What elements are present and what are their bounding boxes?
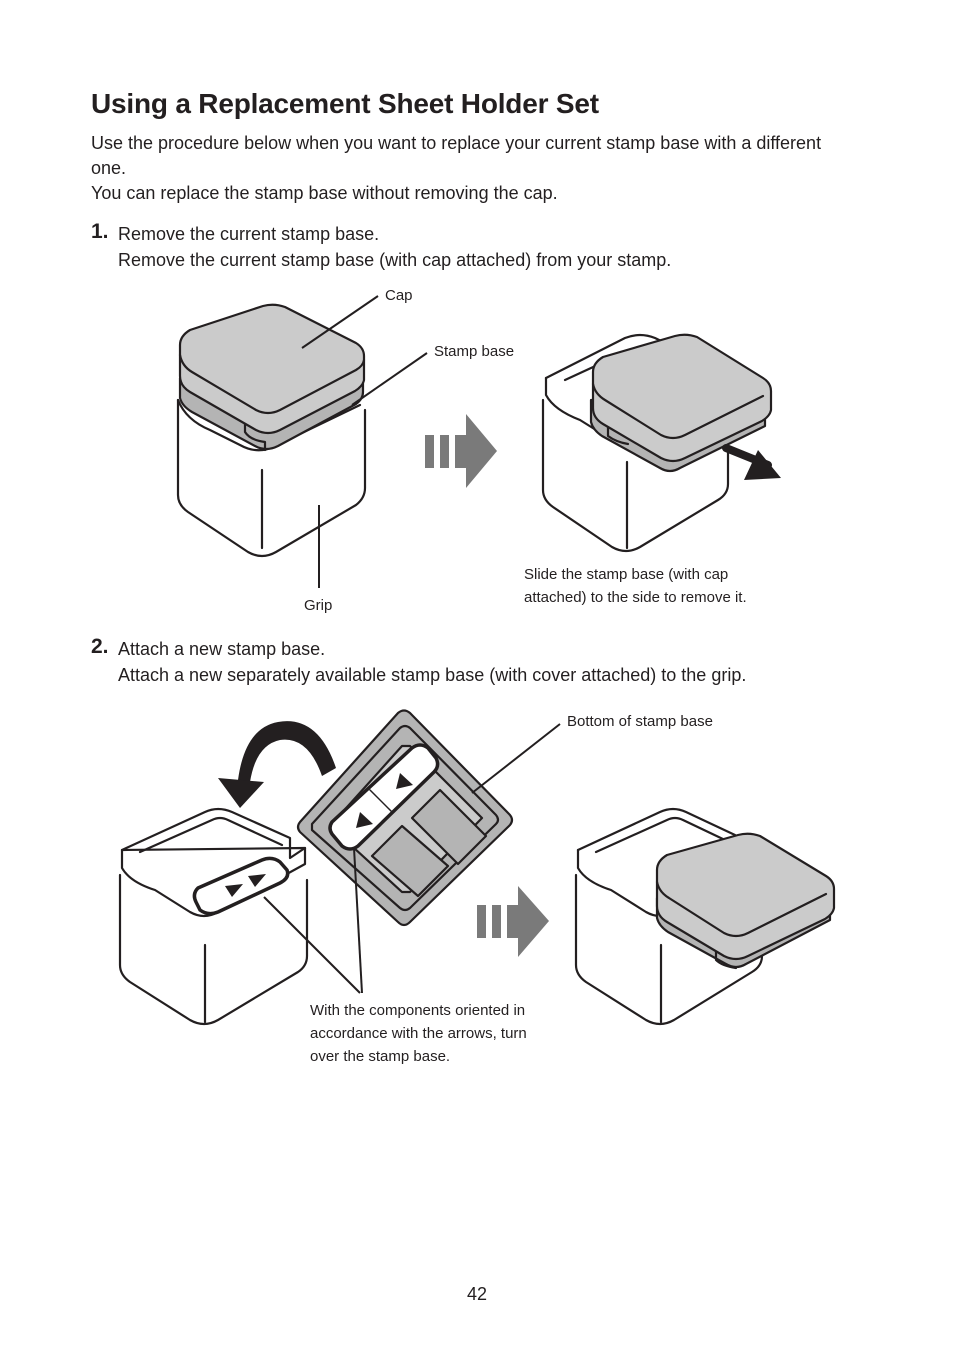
orientation-note-line-2: accordance with the arrows, turn <box>310 1025 527 1042</box>
page-title: Using a Replacement Sheet Holder Set <box>91 88 599 119</box>
figure-1-remove-stamp-base <box>176 295 781 588</box>
step-1-heading: Remove the current stamp base. <box>118 224 380 244</box>
grip-callout: Grip <box>304 597 333 614</box>
bottom-leader-line <box>471 723 561 794</box>
page-number: 42 <box>466 1284 488 1304</box>
stamp-base-bottom-illustration <box>296 709 514 927</box>
orientation-note-line-1: With the components oriented in <box>310 1002 526 1019</box>
orientation-leader-line-left <box>263 896 361 994</box>
step-2-detail: Attach a new separately available stamp … <box>118 665 747 685</box>
step-1-number: 1. <box>91 220 109 243</box>
orientation-leader-line-base <box>353 847 363 994</box>
stamp-base-callout: Stamp base <box>434 343 515 360</box>
figure-2-attach-stamp-base <box>118 709 836 1026</box>
cap-illustration-right <box>591 333 773 463</box>
slide-note-line-1: Slide the stamp base (with cap <box>524 566 729 583</box>
slide-direction-arrow-icon <box>722 444 781 480</box>
step-2-number: 2. <box>91 635 109 658</box>
cap-callout: Cap <box>385 287 413 304</box>
intro-paragraph-1: Use the procedure below when you want to… <box>91 133 822 178</box>
cap-leader-line <box>301 295 379 349</box>
orientation-marker-base <box>328 743 440 851</box>
transition-arrow-icon-2 <box>477 886 549 957</box>
bottom-callout: Bottom of stamp base <box>567 713 713 730</box>
intro-text: Use the procedure below when you want to… <box>91 131 851 206</box>
grip-illustration-empty <box>118 807 309 1026</box>
transition-arrow-icon <box>425 414 497 488</box>
slide-note-callout: Slide the stamp base (with cap attached)… <box>524 563 747 609</box>
orientation-note-callout: With the components oriented in accordan… <box>310 999 527 1068</box>
slide-note-line-2: attached) to the side to remove it. <box>524 589 747 606</box>
stamp-base-leader-line <box>351 352 428 406</box>
orientation-arrows-icon <box>225 773 413 897</box>
step-2-heading: Attach a new stamp base. <box>118 639 326 659</box>
flip-over-arrow-icon <box>218 721 336 808</box>
orientation-note-line-3: over the stamp base. <box>310 1048 451 1065</box>
intro-paragraph-2: You can replace the stamp base without r… <box>91 183 558 203</box>
step-1-detail: Remove the current stamp base (with cap … <box>118 250 672 270</box>
cap-illustration-attached <box>655 832 836 961</box>
